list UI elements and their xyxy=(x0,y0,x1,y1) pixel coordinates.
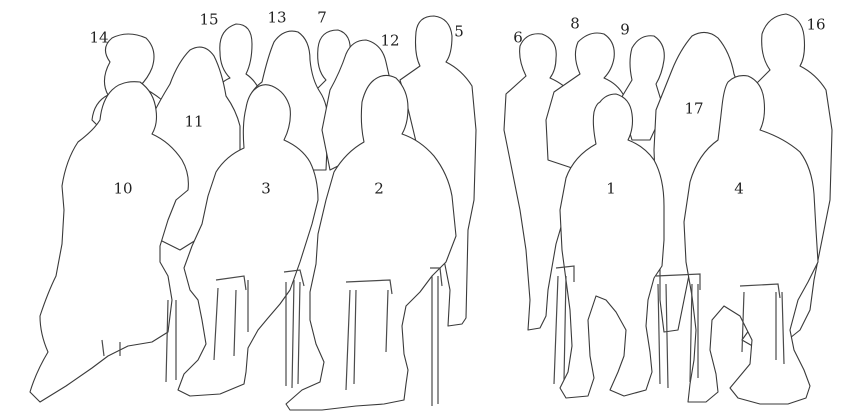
label-17: 17 xyxy=(684,102,703,117)
label-2: 2 xyxy=(374,182,384,197)
label-14: 14 xyxy=(89,31,108,46)
label-12: 12 xyxy=(380,34,399,49)
label-15: 15 xyxy=(199,13,218,28)
label-1: 1 xyxy=(606,182,616,197)
label-4: 4 xyxy=(734,182,744,197)
label-5: 5 xyxy=(454,25,464,40)
label-13: 13 xyxy=(267,11,286,26)
label-8: 8 xyxy=(570,17,580,32)
label-3: 3 xyxy=(261,182,271,197)
label-10: 10 xyxy=(113,182,132,197)
label-16: 16 xyxy=(806,18,825,33)
label-9: 9 xyxy=(620,23,630,38)
label-11: 11 xyxy=(184,115,203,130)
label-6: 6 xyxy=(513,31,523,46)
label-7: 7 xyxy=(317,11,327,26)
